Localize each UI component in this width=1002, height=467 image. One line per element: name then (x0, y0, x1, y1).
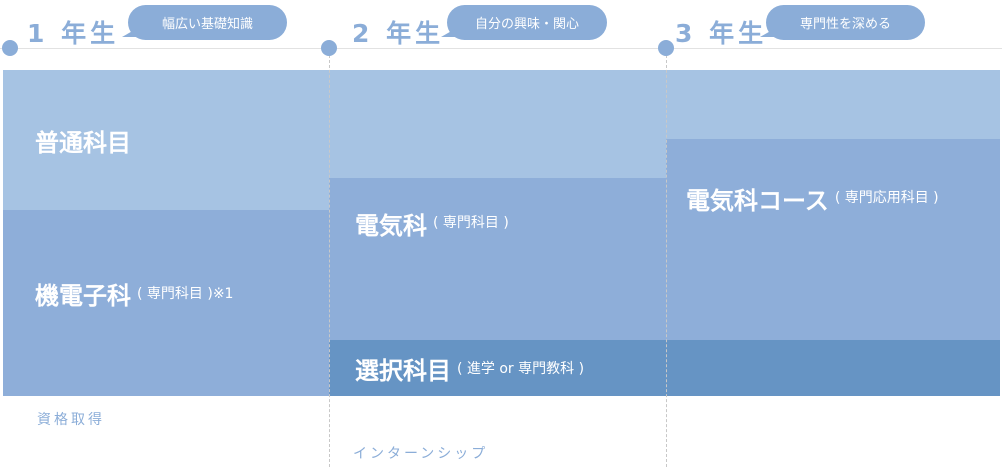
block-general-subjects: 普通科目 (3, 70, 329, 210)
timeline-dot (321, 40, 337, 56)
block-subtitle: ( 専門科目 )※1 (137, 286, 234, 302)
timeline-line (0, 48, 1002, 49)
timeline-dot (2, 40, 18, 56)
block-subtitle: ( 専門応用科目 ) (834, 190, 939, 206)
timeline-dot (658, 40, 674, 56)
block-title: 機電子科 (35, 281, 131, 310)
divider-year3 (666, 40, 667, 467)
block-elective: 選択科目 ( 進学 or 専門教科 ) (329, 340, 1000, 396)
year-label-2: 2 年生 (352, 19, 445, 48)
block-title: 電気科 (355, 212, 427, 240)
note-internship: インターンシップ (353, 446, 489, 462)
block-title: 電気科コース (686, 187, 829, 215)
block-title: 普通科目 (35, 128, 131, 157)
year-label-1: 1 年生 (27, 19, 120, 48)
block-electrical: 電気科 ( 専門科目 ) (329, 178, 666, 340)
year-label-3: 3 年生 (675, 19, 768, 48)
year-bubble-2: 自分の興味・関心 (441, 5, 607, 40)
block-subtitle: ( 専門科目 ) (433, 215, 509, 231)
divider-year2 (329, 40, 330, 467)
year-bubble-3: 専門性を深める (760, 5, 925, 40)
block-title: 選択科目 (355, 356, 451, 385)
note-qualification: 資格取得 (37, 412, 105, 428)
block-electrical-course: 電気科コース ( 専門応用科目 ) (666, 139, 1000, 340)
block-mech-electronics: 機電子科 ( 専門科目 )※1 (3, 210, 329, 396)
year-bubble-1: 幅広い基礎知識 (122, 5, 287, 40)
block-subtitle: ( 進学 or 専門教科 ) (457, 361, 585, 377)
